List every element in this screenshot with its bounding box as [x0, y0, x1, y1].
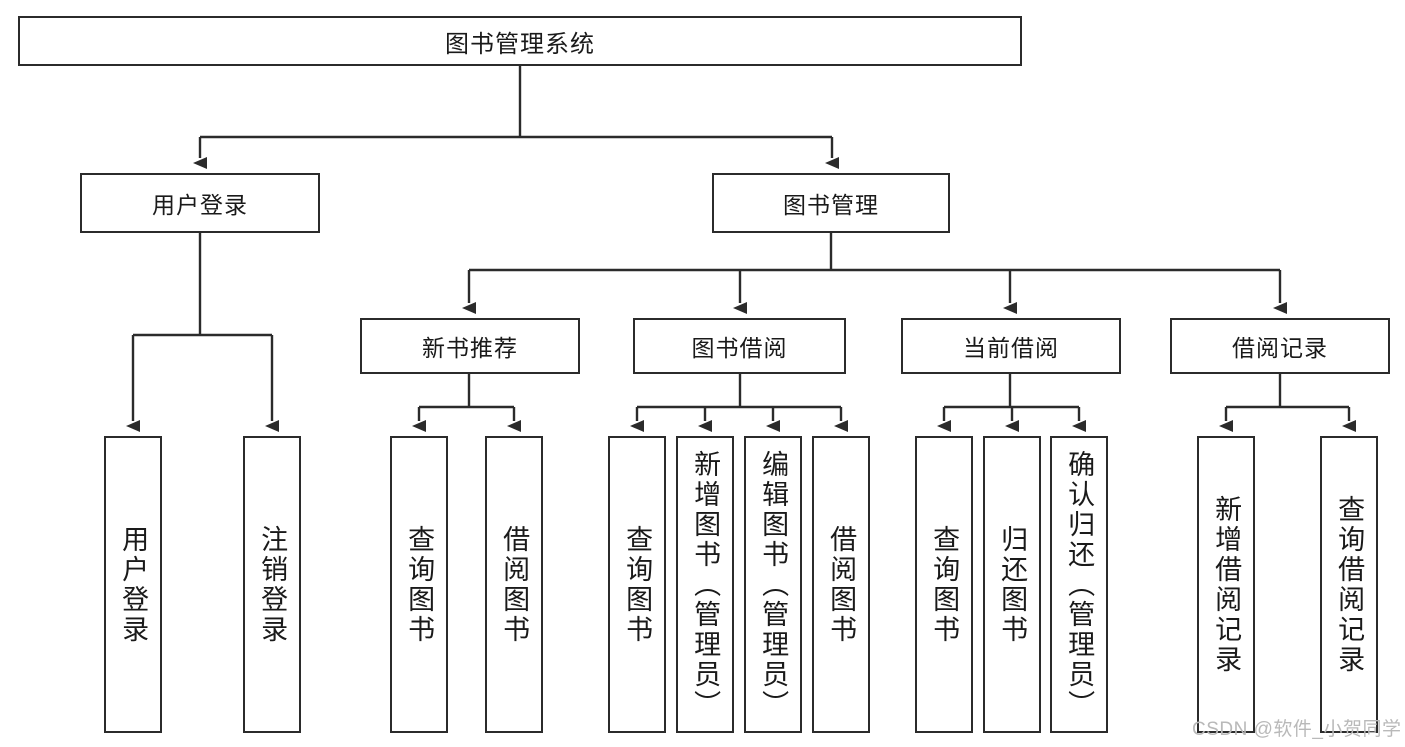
leaf-add-borrow-record[interactable]: 新增借阅记录 — [1197, 436, 1255, 733]
leaf-query-borrow-record[interactable]: 查询借阅记录 — [1320, 436, 1378, 733]
node-root-system[interactable]: 图书管理系统 — [18, 16, 1022, 66]
csdn-watermark: CSDN @软件_小贺同学 — [1192, 719, 1402, 740]
node-book-manage[interactable]: 图书管理 — [712, 173, 950, 233]
leaf-logout[interactable]: 注销登录 — [243, 436, 301, 733]
node-new-book-recommend[interactable]: 新书推荐 — [360, 318, 580, 374]
node-user-login[interactable]: 用户登录 — [80, 173, 320, 233]
leaf-edit-book-admin[interactable]: 编辑图书（管理员） — [744, 436, 802, 733]
leaf-query-book-newbook[interactable]: 查询图书 — [390, 436, 448, 733]
leaf-query-book-current[interactable]: 查询图书 — [915, 436, 973, 733]
leaf-return-book[interactable]: 归还图书 — [983, 436, 1041, 733]
leaf-user-login[interactable]: 用户登录 — [104, 436, 162, 733]
node-borrow-record[interactable]: 借阅记录 — [1170, 318, 1390, 374]
leaf-add-book-admin[interactable]: 新增图书（管理员） — [676, 436, 734, 733]
leaf-confirm-return-admin[interactable]: 确认归还（管理员） — [1050, 436, 1108, 733]
leaf-borrow-book-newbook[interactable]: 借阅图书 — [485, 436, 543, 733]
node-current-borrow[interactable]: 当前借阅 — [901, 318, 1121, 374]
node-book-borrow[interactable]: 图书借阅 — [633, 318, 846, 374]
leaf-borrow-book[interactable]: 借阅图书 — [812, 436, 870, 733]
leaf-query-book-borrow[interactable]: 查询图书 — [608, 436, 666, 733]
